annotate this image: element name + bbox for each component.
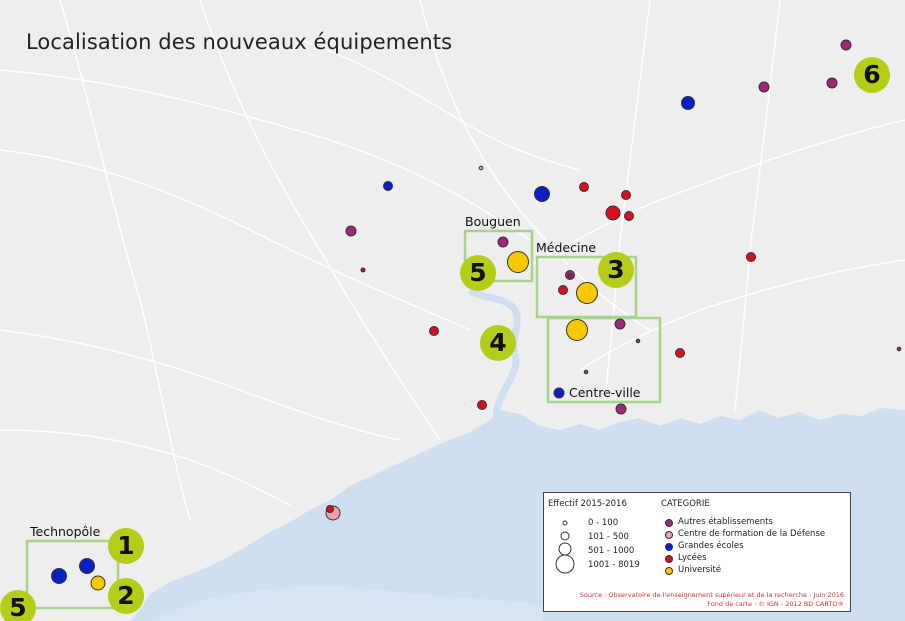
legend-dot-universite [665,567,673,575]
point-autres [896,346,902,352]
point-autres [826,77,838,89]
point-lycee [429,326,439,336]
legend-size-symbols [555,520,575,574]
legend-cat-defense: Centre de formation de la Défense [678,529,826,539]
point-lycee [558,285,568,295]
legend-size-title: Effectif 2015-2016 [548,499,627,509]
point-lycee [621,190,631,200]
legend-cat-grandes-ecoles: Grandes écoles [678,541,744,551]
point-autres [614,318,626,330]
size-symbol-1 [562,520,568,526]
legend-dot-defense [665,531,673,539]
map-title: Localisation des nouveaux équipements [26,30,453,54]
point-lycee [360,267,366,273]
badge-technopole-5: 5 [0,590,36,621]
area-label-bouguen: Bouguen [465,214,521,229]
legend-size-3: 501 - 1000 [588,546,635,556]
point-autres [615,403,627,415]
legend-cat-universite: Université [678,565,722,575]
legend-dot-lycees [665,555,673,563]
point-grandes-ecoles [51,568,67,584]
point-lycee [567,273,573,279]
zone-centre-ville [546,316,662,404]
badge-east: 6 [854,57,890,93]
point-autres [758,81,770,93]
badge-bouguen: 5 [460,255,496,291]
legend-size-1: 0 - 100 [588,518,619,528]
point-autres [345,225,357,237]
point-lycee [477,400,487,410]
point-autres [635,338,641,344]
point-lycee [326,505,334,513]
point-grandes-ecoles [534,186,550,202]
river [467,287,521,420]
point-universite [566,319,588,341]
area-label-centre-ville: Centre-ville [569,385,641,400]
legend-dot-autres [665,519,673,527]
point-autres [478,165,484,171]
point-autres [840,39,852,51]
point-universite [576,282,598,304]
legend-dot-grandes-ecoles [665,543,673,551]
legend-source: Source : Observatoire de l'enseignement … [579,591,844,599]
size-symbol-4 [555,554,575,574]
point-autres [583,369,589,375]
legend-category-title: CATEGORIE [661,499,710,509]
legend-size-4: 1001 - 8019 [588,560,640,570]
road-network [0,0,905,521]
badge-medecine: 3 [598,252,634,288]
badge-technopole: 1 [108,528,144,564]
zone-bouguen [463,229,534,283]
legend-size-2: 101 - 500 [588,532,629,542]
badge-centre-ville: 4 [480,325,516,361]
badge-technopole-2: 2 [108,578,144,614]
point-lycee [746,252,756,262]
area-label-technopole: Technopôle [30,524,101,539]
point-grandes-ecoles [79,558,95,574]
zone-technopole [25,539,120,610]
legend: Effectif 2015-2016 CATEGORIE 0 - 100 101… [543,492,851,612]
legend-cat-autres: Autres établissements [678,517,773,527]
legend-basemap: Fond de carte : © IGN - 2012 BD CARTO® [707,600,844,608]
sea-south [150,585,543,621]
equipment-points[interactable] [51,39,902,591]
area-label-medecine: Médecine [536,240,597,255]
size-symbol-2 [560,531,570,541]
point-grandes-ecoles [553,387,565,399]
zone-outlines [25,229,662,610]
point-universite [90,575,106,591]
point-lycee [579,182,589,192]
point-lycee [675,348,685,358]
point-grandes-ecoles [681,96,695,110]
point-lycee [605,205,621,221]
legend-cat-lycees: Lycées [678,553,707,563]
point-grandes-ecoles [383,181,393,191]
point-lycee [624,211,634,221]
point-universite [507,251,529,273]
point-autres [497,236,509,248]
size-symbol-3 [558,542,572,556]
